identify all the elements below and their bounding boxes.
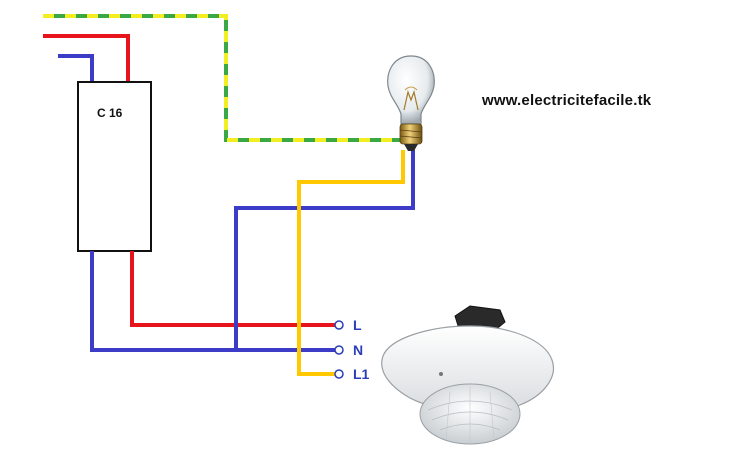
lamp-neutral-wire <box>234 150 415 350</box>
terminal-l1 <box>334 369 344 379</box>
terminal-label-l1: L1 <box>353 366 370 382</box>
terminal-label-l: L <box>353 317 362 333</box>
terminal-n <box>334 345 344 355</box>
neutral-out-wire <box>90 251 336 352</box>
light-bulb-icon <box>387 55 435 151</box>
terminal-l <box>334 320 344 330</box>
switched-live-wire <box>297 150 405 376</box>
earth-wire <box>43 14 413 142</box>
supply-neutral-wire <box>58 54 94 82</box>
phase-out-wire <box>130 251 336 327</box>
breaker-label: C 16 <box>97 106 123 120</box>
motion-detector-icon <box>381 305 554 445</box>
website-url: www.electricitefacile.tk <box>482 92 652 109</box>
supply-phase-wire <box>43 34 130 82</box>
terminal-label-n: N <box>353 342 364 358</box>
breaker-box <box>77 81 152 252</box>
